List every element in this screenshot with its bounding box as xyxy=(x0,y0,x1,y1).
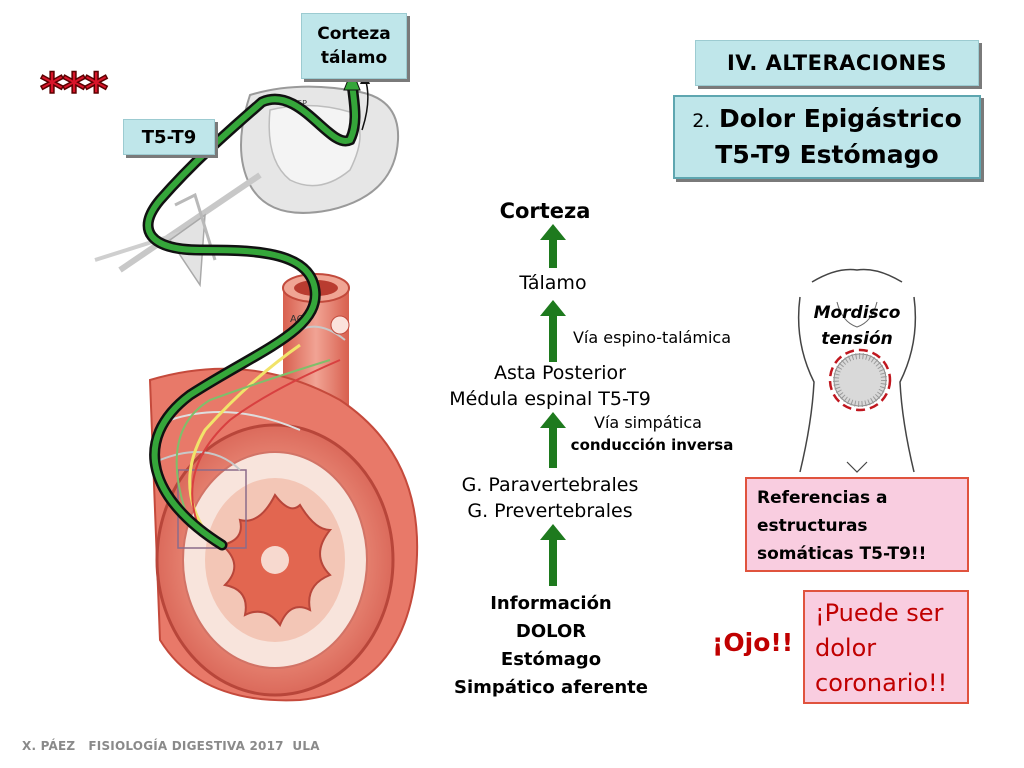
footer-credit: X. PÁEZ FISIOLOGÍA DIGESTIVA 2017 ULA xyxy=(22,739,320,753)
flow-info-block: Información DOLOR Estómago Simpático afe… xyxy=(454,593,648,698)
flow-via-simpatica-line1: Vía simpática xyxy=(594,413,702,432)
subtitle-line1: Dolor Epigástrico xyxy=(719,104,962,133)
body-caption: Mordisco tensión xyxy=(813,303,901,349)
yellow-fiber xyxy=(188,343,301,546)
flow-via-espino: Vía espino-talámica xyxy=(572,328,732,347)
flow-corteza: Corteza xyxy=(499,199,591,223)
spinal-level-box: T5-T9 xyxy=(123,119,215,155)
flow-ganglios-line2: G. Prevertebrales xyxy=(467,500,633,522)
red-fiber xyxy=(191,359,341,531)
arrow-up-icon xyxy=(540,224,566,268)
arrow-up-icon xyxy=(540,412,566,468)
arrow-up-icon xyxy=(540,524,566,586)
subtitle-number: 2. xyxy=(692,110,711,132)
anatomy-illustration: SP ACh xyxy=(94,68,419,702)
flow-ganglios-line1: G. Paravertebrales xyxy=(461,474,639,496)
subtitle-line2: T5-T9 Estómago xyxy=(715,140,939,169)
body-figure xyxy=(797,268,917,473)
epigastric-area xyxy=(828,348,892,412)
svg-text:***: *** xyxy=(40,70,108,110)
flow-asta-line1: Asta Posterior xyxy=(494,362,626,384)
flow-asta-line2: Médula espinal T5-T9 xyxy=(449,388,651,410)
sympathetic-ganglion xyxy=(94,172,262,288)
stars-icon: *** xyxy=(39,70,111,110)
ojo-label: ¡Ojo!! xyxy=(712,628,794,657)
talamo-label: tálamo xyxy=(320,48,388,68)
arrow-up-icon xyxy=(540,300,566,362)
referencias-box: Referencias a estructuras somáticas T5-T… xyxy=(745,477,969,572)
pathway-arrowhead xyxy=(343,68,361,91)
corteza-label: Corteza xyxy=(317,24,391,44)
flow-talamo: Tálamo xyxy=(519,272,587,294)
light-green-fiber xyxy=(175,359,331,511)
section-title: IV. ALTERACIONES xyxy=(695,40,979,86)
stomach-wall xyxy=(148,367,419,702)
pain-pathway xyxy=(145,77,359,548)
coronario-box: ¡Puede ser dolor coronario!! xyxy=(803,590,969,704)
subtitle-box: 2. Dolor Epigástrico T5-T9 Estómago xyxy=(673,95,981,179)
flow-via-simpatica-line2: conducción inversa xyxy=(570,436,734,454)
corteza-talamo-box: Corteza tálamo xyxy=(301,13,407,79)
